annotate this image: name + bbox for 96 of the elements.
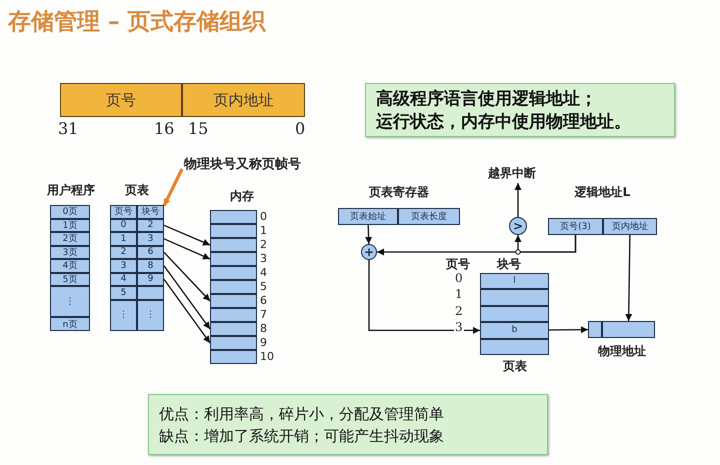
slide-title: 存储管理 – 页式存储组织 [8,8,266,37]
row-number: 4 [260,266,267,279]
row-number: 5 [260,280,267,293]
table-cell: 3页 [50,246,90,259]
empty-cell [210,322,257,336]
column-heading: 页表 [125,182,149,199]
empty-cell [210,238,257,252]
empty-cell [480,289,549,306]
row-number: 0 [454,271,464,285]
empty-cell [210,224,257,238]
table-cell: l [480,273,549,290]
table-cell: 4页 [50,259,90,272]
empty-cell [210,294,257,308]
empty-cell [210,266,257,280]
comparator-circle: > [509,217,527,235]
row-number: 1 [260,224,267,237]
arrow [625,235,632,321]
interrupt-label: 越界中断 [488,165,548,183]
table-cell: ⋮ [50,286,90,317]
table-cell: ⋮ [137,300,164,331]
table-cell: 页内地址 [603,218,657,235]
empty-cell [210,308,257,322]
empty-cell [210,350,257,364]
table-cell: 9 [137,272,164,286]
row-number: 2 [454,304,464,318]
arrow [164,224,210,246]
note-line: 优点：利用率高，碎片小，分配及管理简单 [159,404,445,425]
table-cell: 块号 [137,205,164,218]
bit-number: 0 [295,119,306,138]
address-heading: 物理地址 [598,343,646,360]
column-heading: 块号 [497,256,521,273]
annotation-text: 物理块号又称页帧号 [184,155,334,173]
address-field: 页内地址 [182,83,305,117]
row-number: 10 [260,350,274,363]
empty-cell [210,336,257,350]
table-cell: 页表始址 [338,208,398,225]
empty-cell [480,338,549,355]
row-number: 0 [260,210,267,223]
empty-cell [210,210,257,224]
arrow [163,265,211,330]
arrow [163,278,211,344]
table-cell: 5页 [50,272,90,286]
adder-circle: + [361,244,377,260]
table-cell: ⋮ [110,300,137,331]
register-heading: 页表寄存器 [369,184,429,201]
leader-arrow [162,168,184,206]
address-field: 页号 [60,83,182,117]
table-cell: b [480,322,549,339]
row-number: 3 [454,320,464,334]
table-cell: 2页 [50,232,90,246]
bit-number: 16 [154,119,174,138]
row-number: 9 [260,336,267,349]
bit-number: 15 [188,119,208,138]
table-cell: 页表长度 [398,208,460,225]
row-number: 6 [260,294,267,307]
table-cell: n页 [50,317,90,331]
table-cell: 6 [137,246,164,259]
address-heading: 逻辑地址L [574,184,630,201]
row-number: 2 [260,238,267,251]
note-line: 高级程序语言使用逻辑地址； [376,88,598,111]
note-box [365,83,675,137]
table-cell: 页号(3) [548,218,603,235]
table-cell: 2 [137,218,164,232]
empty-cell [210,280,257,294]
table-cell: 4 [110,272,137,286]
arrow [164,252,210,302]
note-line: 缺点：增加了系统开销；可能产生抖动现象 [159,426,445,447]
arrow [514,183,522,217]
empty-cell [588,321,602,338]
arrow [164,238,210,260]
table-cell: 3 [137,232,164,246]
arrow [514,235,576,253]
arrow [365,224,372,244]
note-box [148,394,548,455]
row-number: 7 [260,308,267,321]
column-heading: 用户程序 [47,182,95,199]
table-cell: 1 [110,232,137,246]
table-cell: 0页 [50,205,90,218]
note-line: 运行状态，内存中使用物理地址。 [376,111,632,134]
arrow [368,260,480,334]
table-cell: 1页 [50,218,90,232]
empty-cell [210,252,257,266]
table-cell: 5 [110,286,137,300]
table-cell: 2 [110,246,137,259]
table-cell: 0 [110,218,137,232]
row-number: 3 [260,252,267,265]
column-heading: 内存 [230,188,254,205]
table-heading: 页表 [503,358,527,375]
table-cell: 3 [110,259,137,272]
arrow [549,326,588,334]
column-heading: 页号 [446,256,470,273]
empty-cell [480,306,549,322]
bit-number: 31 [58,119,78,138]
table-cell: 8 [137,259,164,272]
table-cell: 页号 [110,205,137,218]
row-number: 8 [260,322,267,335]
